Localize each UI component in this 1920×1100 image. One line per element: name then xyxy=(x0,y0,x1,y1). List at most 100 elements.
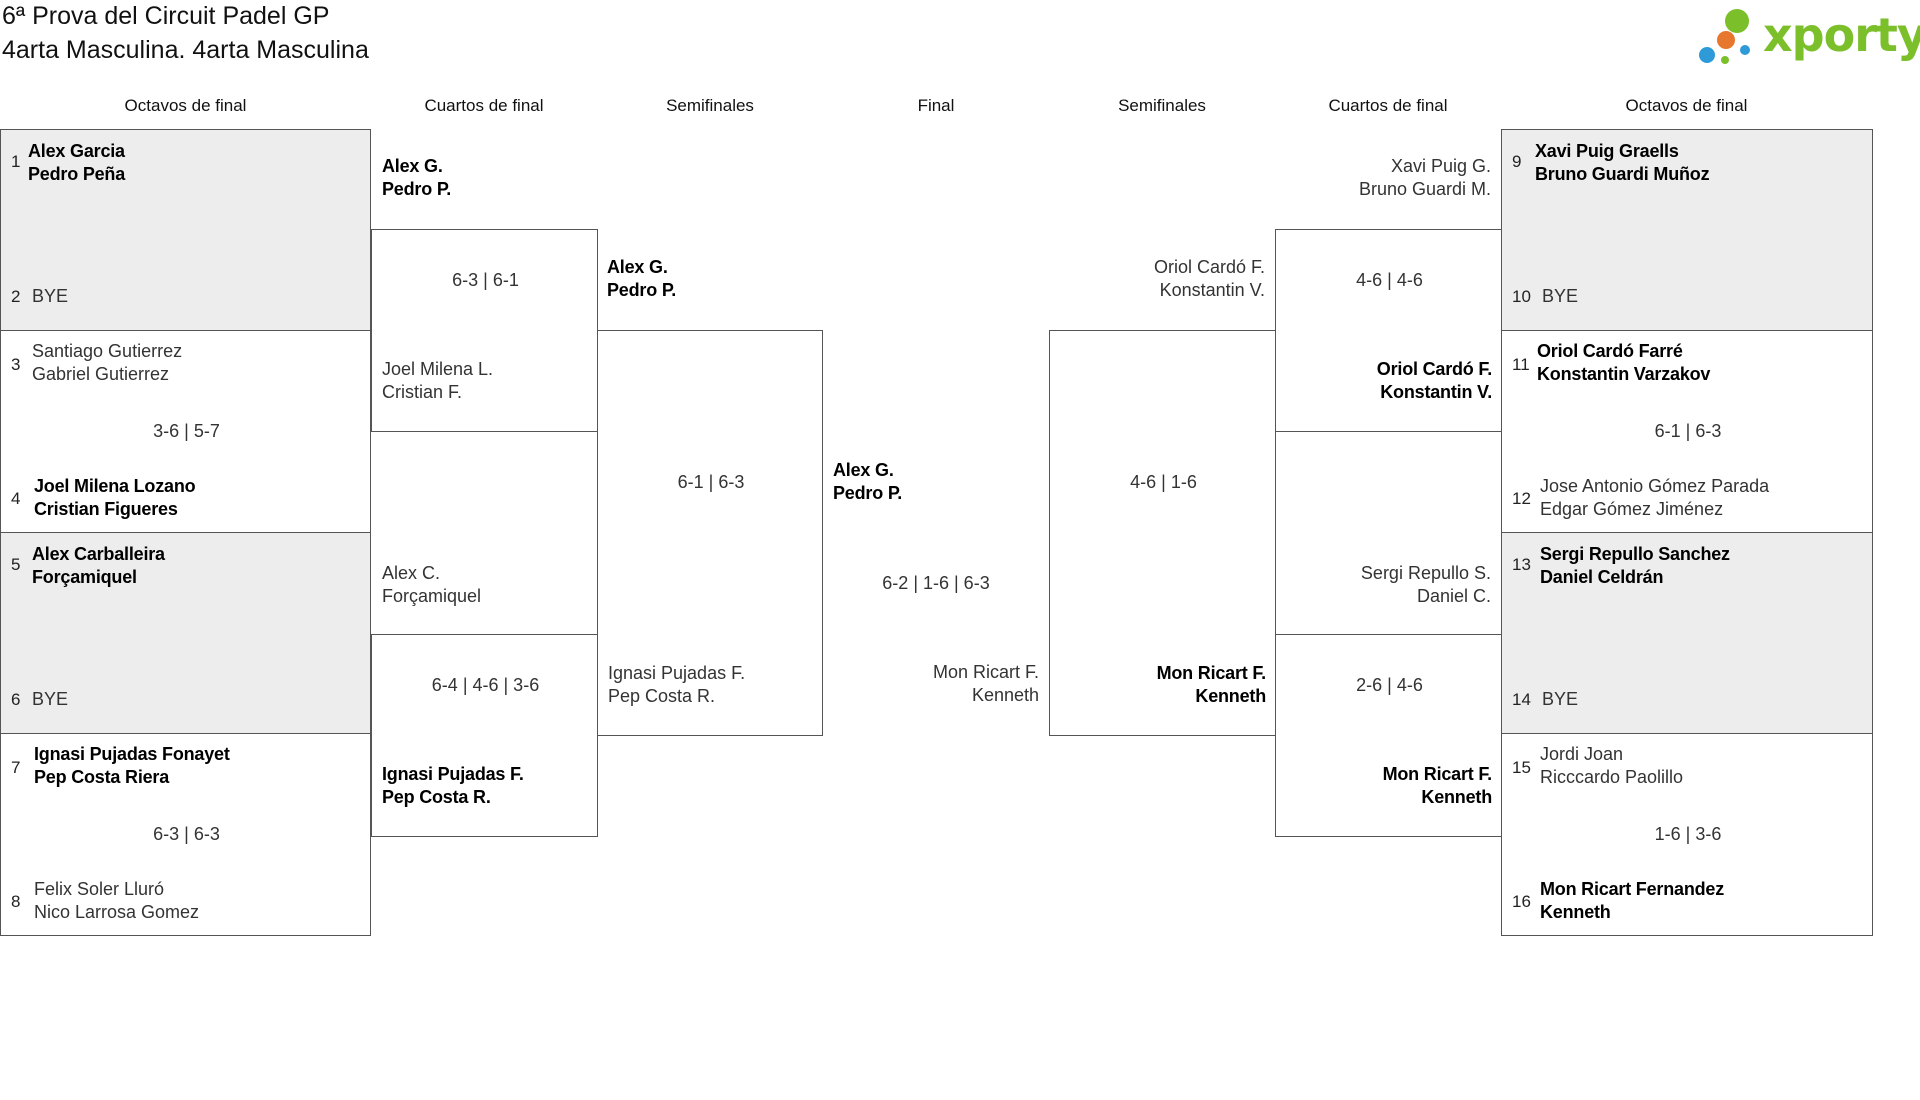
qf-right-match-2[interactable]: 2-6 | 4-6 Mon Ricart F. Kenneth xyxy=(1275,634,1502,837)
seed-number: 16 xyxy=(1512,892,1531,911)
xporty-logo[interactable]: xporty xyxy=(1695,6,1920,68)
seed-number: 4 xyxy=(11,489,21,508)
r16-left-match-4[interactable]: 7 Ignasi Pujadas Fonayet Pep Costa Riera… xyxy=(0,733,371,936)
r16-right-match-2[interactable]: 11 Oriol Cardó Farré Konstantin Varzakov… xyxy=(1501,330,1873,533)
match-score: 2-6 | 4-6 xyxy=(1356,675,1423,695)
seed-number: 10 xyxy=(1512,287,1531,306)
match-score: 3-6 | 5-7 xyxy=(153,421,220,441)
player-name: Ignasi Pujadas Fonayet xyxy=(34,744,230,764)
seed-number: 6 xyxy=(11,690,21,709)
sf-right-team-b: Mon Ricart F. Kenneth xyxy=(1050,662,1267,708)
player-name: Sergi Repullo Sanchez xyxy=(1540,544,1730,564)
logo-wordmark: xporty xyxy=(1763,8,1920,62)
player-name: Oriol Cardó Farré xyxy=(1537,341,1683,361)
player-name: Pedro P. xyxy=(833,483,903,503)
seed-number: 13 xyxy=(1512,555,1531,574)
player-name: BYE xyxy=(32,689,69,709)
player-name: Daniel Celdrán xyxy=(1540,567,1664,587)
player-name: Mon Ricart F. xyxy=(1382,764,1493,784)
player-name: Alex Garcia xyxy=(28,141,125,161)
player-name: Pep Costa R. xyxy=(608,686,716,706)
player-name: Konstantin Varzakov xyxy=(1537,364,1711,384)
seed-number: 12 xyxy=(1512,489,1531,508)
match-score: 1-6 | 3-6 xyxy=(1654,824,1722,844)
player-name: BYE xyxy=(1542,286,1579,306)
round-header-sf-left: Semifinales xyxy=(666,96,754,115)
seed-number: 9 xyxy=(1512,152,1522,171)
match-score: 4-6 | 4-6 xyxy=(1356,270,1423,290)
player-name: Santiago Gutierrez xyxy=(32,341,183,361)
match-score: 6-1 | 6-3 xyxy=(1654,421,1722,441)
player-name: Kenneth xyxy=(971,685,1039,705)
r16-right-match-3[interactable]: 13 Sergi Repullo Sanchez Daniel Celdrán … xyxy=(1501,532,1873,734)
qf-right-2-team-b: Mon Ricart F. Kenneth xyxy=(1276,763,1493,809)
player-name: Joel Milena L. xyxy=(382,359,494,379)
qf-left-match-2[interactable]: 6-4 | 4-6 | 3-6 Ignasi Pujadas F. Pep Co… xyxy=(371,634,598,837)
r16-left-match-2[interactable]: 3 Santiago Gutierrez Gabriel Gutierrez 3… xyxy=(0,330,371,533)
player-name: Forçamiquel xyxy=(382,586,482,606)
seed-number: 15 xyxy=(1512,758,1531,777)
round-header-sf-right: Semifinales xyxy=(1118,96,1206,115)
round-header-qf-left: Cuartos de final xyxy=(424,96,544,115)
player-name: Edgar Gómez Jiménez xyxy=(1540,499,1724,519)
round-header-final: Final xyxy=(917,96,955,115)
r16-right-match-1[interactable]: 9 Xavi Puig Graells Bruno Guardi Muñoz 1… xyxy=(1501,129,1873,331)
player-name: Jordi Joan xyxy=(1540,744,1624,764)
player-name: Konstantin V. xyxy=(1159,280,1265,300)
player-name: Oriol Cardó F. xyxy=(1376,359,1492,379)
category-title: 4arta Masculina. 4arta Masculina xyxy=(2,36,369,64)
player-name: Felix Soler Lluró xyxy=(34,879,165,899)
player-name: Ignasi Pujadas F. xyxy=(608,663,746,683)
player-name: Ricccardo Paolillo xyxy=(1540,767,1684,787)
player-name: Nico Larrosa Gomez xyxy=(34,902,200,922)
player-name: BYE xyxy=(1542,689,1579,709)
seed-number: 3 xyxy=(11,355,21,374)
player-name: Alex G. xyxy=(607,257,668,277)
seed-number: 11 xyxy=(1512,355,1530,374)
player-name: Ignasi Pujadas F. xyxy=(382,764,524,784)
player-name: Alex G. xyxy=(833,460,894,480)
player-name: Xavi Puig Graells xyxy=(1535,141,1679,161)
r16-left-match-1[interactable]: 1 Alex Garcia Pedro Peña 2 BYE xyxy=(0,129,371,331)
player-name: Jose Antonio Gómez Parada xyxy=(1540,476,1770,496)
player-name: Konstantin V. xyxy=(1380,382,1492,402)
seed-number: 7 xyxy=(11,758,21,777)
qf-left-match-1[interactable]: 6-3 | 6-1 Joel Milena L. Cristian F. xyxy=(371,229,598,432)
player-name: Pep Costa R. xyxy=(382,787,491,807)
player-name: Mon Ricart F. xyxy=(932,662,1039,682)
seed-number: 1 xyxy=(11,152,21,171)
seed-number: 8 xyxy=(11,892,21,911)
player-name: Alex G. xyxy=(382,156,443,176)
seed-number: 14 xyxy=(1512,690,1531,709)
player-name: Joel Milena Lozano xyxy=(34,476,196,496)
qf-right-1-team-a: Xavi Puig G. Bruno Guardi M. xyxy=(1275,155,1491,201)
seed-number: 2 xyxy=(11,287,21,306)
player-name: Kenneth xyxy=(1195,686,1266,706)
player-name: Pedro P. xyxy=(607,280,677,300)
player-name: Forçamiquel xyxy=(32,567,137,587)
qf-right-1-team-b: Oriol Cardó F. Konstantin V. xyxy=(1276,358,1492,404)
r16-right-match-4[interactable]: 15 Jordi Joan Ricccardo Paolillo 1-6 | 3… xyxy=(1501,733,1873,936)
player-name: Kenneth xyxy=(1540,902,1611,922)
player-name: Bruno Guardi Muñoz xyxy=(1535,164,1710,184)
player-name: Oriol Cardó F. xyxy=(1153,257,1265,277)
sf-right-team-a: Oriol Cardó F. Konstantin V. xyxy=(1049,256,1265,302)
player-name: Alex Carballeira xyxy=(32,544,165,564)
player-name: Mon Ricart F. xyxy=(1156,663,1267,683)
match-score: 4-6 | 1-6 xyxy=(1130,472,1197,492)
player-name: Cristian Figueres xyxy=(34,499,178,519)
qf-right-match-1[interactable]: 4-6 | 4-6 Oriol Cardó F. Konstantin V. xyxy=(1275,229,1502,432)
player-name: Kenneth xyxy=(1421,787,1492,807)
player-name: Xavi Puig G. xyxy=(1390,156,1491,176)
seed-number: 5 xyxy=(11,555,21,574)
match-score: 6-3 | 6-3 xyxy=(153,824,220,844)
player-name: Daniel C. xyxy=(1416,586,1491,606)
player-name: BYE xyxy=(32,286,69,306)
player-name: Pedro Peña xyxy=(28,164,126,184)
sf-right-match[interactable]: 4-6 | 1-6 Mon Ricart F. Kenneth xyxy=(1049,330,1276,736)
player-name: Gabriel Gutierrez xyxy=(32,364,170,384)
sf-left-match[interactable]: 6-1 | 6-3 Ignasi Pujadas F. Pep Costa R. xyxy=(597,330,823,736)
r16-left-match-3[interactable]: 5 Alex Carballeira Forçamiquel 6 BYE xyxy=(0,532,371,734)
round-header-r16-left: Octavos de final xyxy=(124,96,247,115)
player-name: Pedro P. xyxy=(382,179,452,199)
